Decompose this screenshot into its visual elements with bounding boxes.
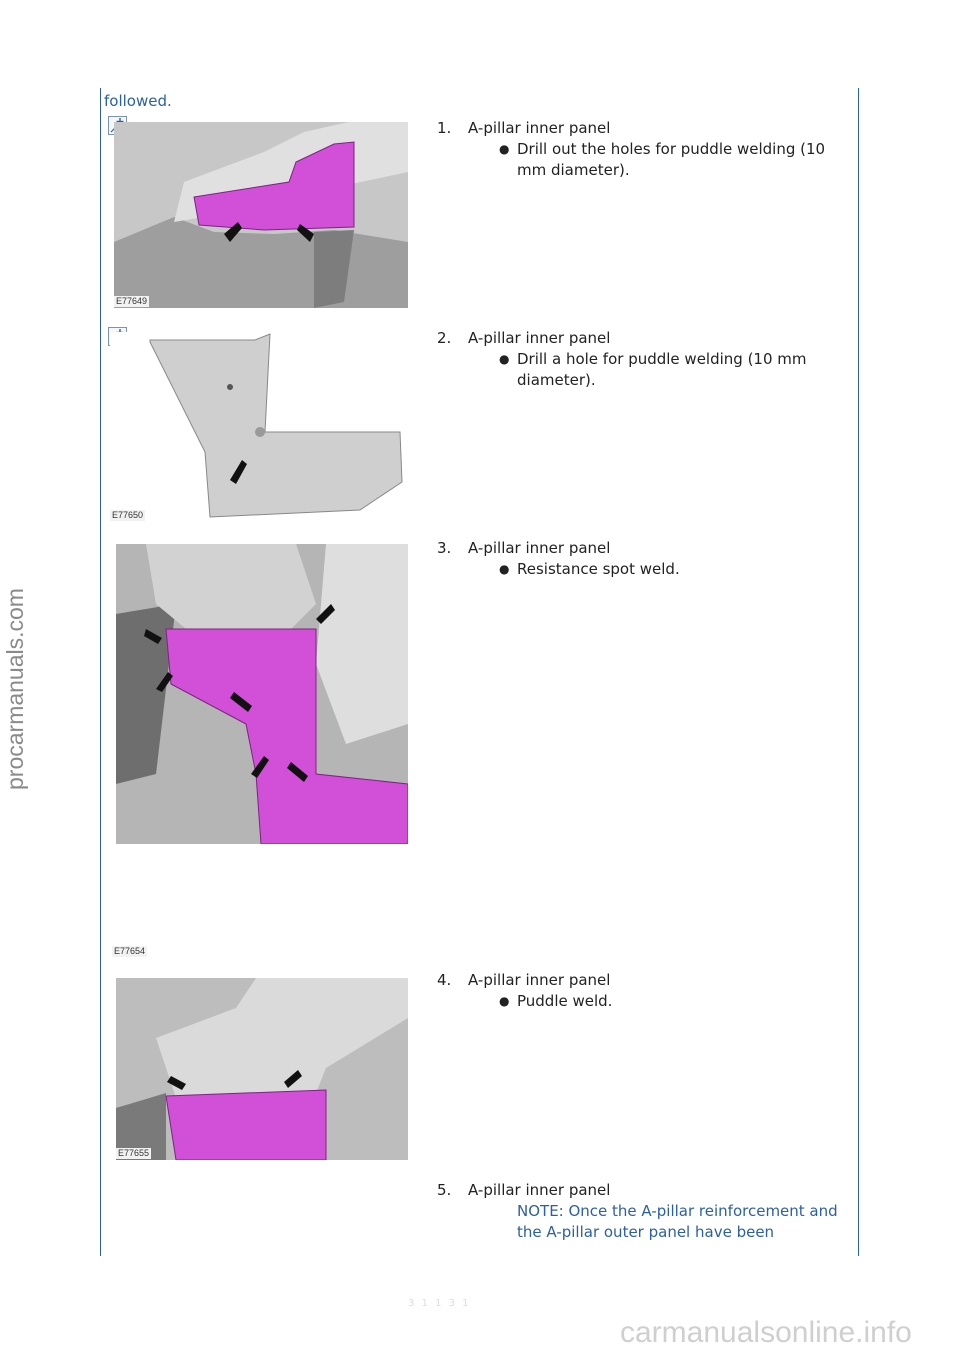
footer-watermark: carmanualsonline.info [620,1316,912,1349]
figure-image: E77650 [110,332,410,522]
figure-image: E77649 [114,122,408,308]
bullet-text: Drill out the holes for puddle welding (… [517,140,826,179]
bullet-icon: ● [499,352,510,366]
step-number: 1. [437,119,452,137]
figure-code: E77649 [114,296,150,307]
step-3: 3. A-pillar inner panel ● Resistance spo… [437,538,847,583]
step-bullet: ● Drill a hole for puddle welding (10 mm… [499,349,842,391]
step-number: 2. [437,329,452,347]
step-bullet: ● Puddle weld. [499,991,842,1012]
figure-code: E77654 [112,946,148,957]
step-title: A-pillar inner panel [468,329,611,347]
bullet-icon: ● [499,562,510,576]
side-watermark: procarmanuals.com [2,588,28,790]
bullet-text: Resistance spot weld. [517,560,680,578]
left-border [100,88,101,1256]
step-5: 5. A-pillar inner panel NOTE: Once the A… [437,1180,847,1246]
right-border [858,88,859,1256]
bullet-icon: ● [499,994,510,1008]
step-number: 5. [437,1181,452,1199]
step-title: A-pillar inner panel [468,1181,611,1199]
step-bullet: ● Resistance spot weld. [499,559,842,580]
bullet-text: Puddle weld. [517,992,613,1010]
figure-code: E77655 [116,1148,152,1159]
step-title: A-pillar inner panel [468,119,611,137]
step-title: A-pillar inner panel [468,539,611,557]
step-bullet: ● Drill out the holes for puddle welding… [499,139,842,181]
step-title: A-pillar inner panel [468,971,611,989]
figure-code: E77650 [110,510,146,521]
step-2: 2. A-pillar inner panel ● Drill a hole f… [437,328,847,391]
figure-image: E77655 [116,978,408,1160]
step-4: 4. A-pillar inner panel ● Puddle weld. [437,970,847,1015]
step-number: 3. [437,539,452,557]
figure-image [116,544,408,844]
page-number: 3 1 1 3 1 [408,1298,471,1309]
step-number: 4. [437,971,452,989]
step-1: 1. A-pillar inner panel ● Drill out the … [437,118,847,181]
intro-text: followed. [104,92,172,110]
step-note: NOTE: Once the A-pillar reinforcement an… [517,1202,838,1241]
bullet-icon: ● [499,142,510,156]
bullet-text: Drill a hole for puddle welding (10 mm d… [517,350,807,389]
